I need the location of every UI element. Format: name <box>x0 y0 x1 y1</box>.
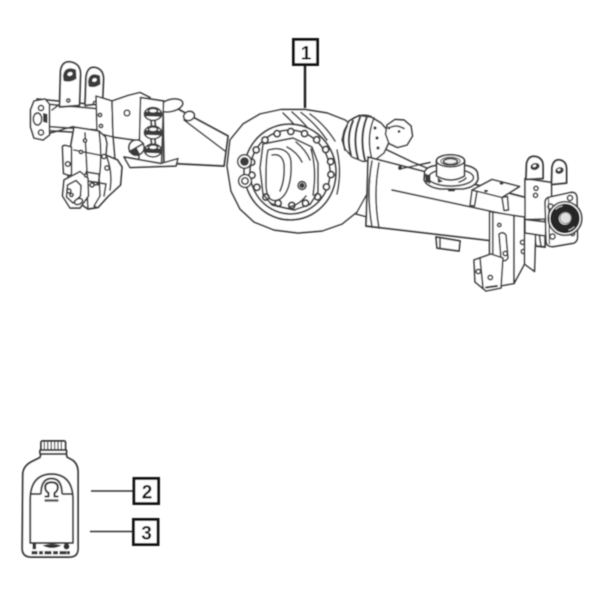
svg-text:2: 2 <box>142 483 153 504</box>
svg-text:3: 3 <box>141 524 152 545</box>
svg-text:1: 1 <box>301 44 312 65</box>
